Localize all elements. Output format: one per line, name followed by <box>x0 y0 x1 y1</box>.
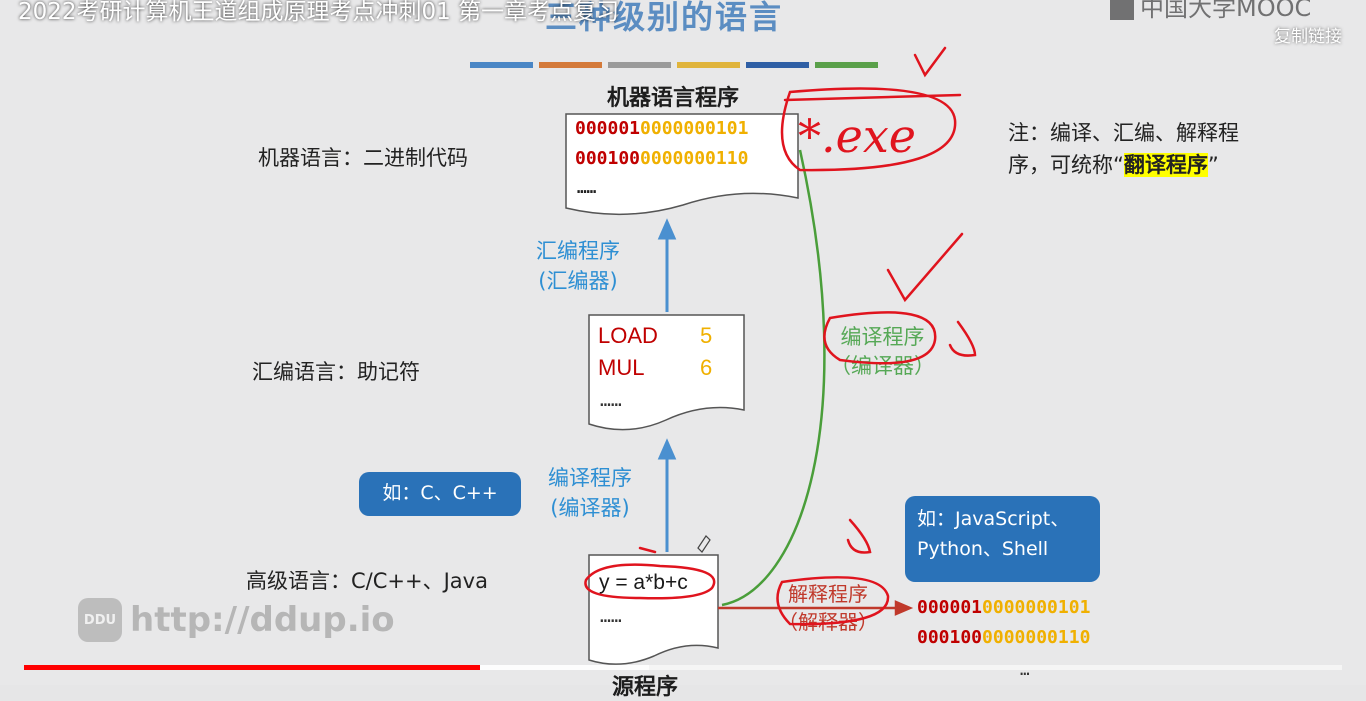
callout-compiled-examples: 如：C、C++ <box>359 472 521 516</box>
color-bar <box>815 62 878 68</box>
slide-title: 三种级别的语言 <box>545 0 784 36</box>
operand-bits: 0000000110 <box>640 148 749 169</box>
assembly-line-1: LOAD <box>598 323 658 349</box>
machine-code-ellipsis: …… <box>577 178 597 197</box>
compiler-label-alias: (编译器) <box>550 496 630 521</box>
callout-interpreted-examples: 如：JavaScript、 Python、Shell <box>905 496 1100 582</box>
high-level-language-label: 高级语言：C/C++、Java <box>246 569 488 593</box>
blue-arrow-assembly-to-machine <box>657 218 677 312</box>
mooc-logo-icon <box>1110 0 1134 20</box>
red-interpret-arrow <box>718 600 914 616</box>
color-bar <box>470 62 533 68</box>
note-prefix: 序，可统称“ <box>1008 152 1124 177</box>
interpreter-label: 解释程序 （解释器） <box>778 580 878 636</box>
opcode-bits: 000100 <box>575 148 641 169</box>
note-highlight: 翻译程序 <box>1123 152 1208 177</box>
color-bar <box>677 62 740 68</box>
compiler-label-name: 编译程序 <box>548 466 632 490</box>
machine-language-label: 机器语言：二进制代码 <box>258 146 468 170</box>
interpreter-alias: （解释器） <box>778 610 878 634</box>
compiler-label: 编译程序 (编译器) <box>548 463 632 524</box>
watermark-url: http://ddup.io <box>130 600 395 640</box>
callout-line: Python、Shell <box>917 538 1049 561</box>
operand-bits: 0000000101 <box>640 118 749 139</box>
callout-line: 如：JavaScript、 <box>917 508 1070 530</box>
opcode-bits: 000001 <box>917 597 983 618</box>
pencil-icon <box>697 535 711 553</box>
source-code-line: y = a*b+c <box>599 571 688 594</box>
assembler-label-alias: (汇编器) <box>538 269 618 294</box>
ddup-watermark: DDU http://ddup.io <box>78 598 395 642</box>
note-line-2: 序，可统称“翻译程序” <box>1008 150 1239 182</box>
color-bar <box>746 62 809 68</box>
translator-note: 注：编译、汇编、解释程 序，可统称“翻译程序” <box>1008 118 1239 181</box>
machine-box-title: 机器语言程序 <box>607 86 740 111</box>
ddu-badge: DDU <box>78 598 122 642</box>
machine-code-line-1: 0000010000000101 <box>575 118 748 139</box>
document-shapes <box>565 113 799 665</box>
opcode-bits: 000001 <box>575 118 641 139</box>
machine-code-line-2: 0001000000000110 <box>575 148 748 169</box>
interpreter-name: 解释程序 <box>788 582 868 606</box>
arrows-and-annotations: *.exe <box>584 46 977 626</box>
assembler-label: 汇编程序 (汇编器) <box>536 236 620 297</box>
compiler-green-name: 编译程序 <box>840 325 925 349</box>
assembly-operand: 6 <box>700 355 713 380</box>
operand-bits: 0000000101 <box>982 597 1091 618</box>
video-progress-bar[interactable] <box>24 665 1342 670</box>
green-compile-curve <box>721 149 826 607</box>
interpreter-output-line-1: 0000010000000101 <box>917 597 1090 618</box>
exe-annotation: *.exe <box>798 109 916 163</box>
assembly-ellipsis: …… <box>600 390 622 411</box>
operand-bits: 0000000110 <box>982 627 1091 648</box>
note-line-1: 注：编译、汇编、解释程 <box>1008 121 1239 145</box>
color-bar <box>608 62 671 68</box>
progress-played <box>24 665 481 670</box>
assembly-language-label: 汇编语言：助记符 <box>252 360 420 384</box>
assembler-label-name: 汇编程序 <box>536 239 620 263</box>
video-title[interactable]: 2022考研计算机王道组成原理考点冲刺01 第一章考点复习 <box>18 0 620 25</box>
slide-color-bars <box>470 62 878 68</box>
blue-arrow-source-to-assembly <box>657 438 677 552</box>
assembly-operand: 5 <box>700 323 713 348</box>
copy-link-button[interactable]: 复制链接 <box>1274 27 1342 47</box>
opcode-bits: 000100 <box>917 627 983 648</box>
assembly-mnemonic: LOAD <box>598 323 658 348</box>
note-suffix: ” <box>1207 152 1219 177</box>
assembly-line-2: MUL <box>598 355 644 381</box>
color-bar <box>539 62 602 68</box>
handwritten-annotations <box>584 46 977 626</box>
source-ellipsis: …… <box>600 606 622 627</box>
assembly-mnemonic: MUL <box>598 355 645 380</box>
interpreter-output-line-2: 0001000000000110 <box>917 627 1090 648</box>
mooc-logo-text: 中国大学MOOC <box>1140 0 1312 22</box>
mooc-logo: 中国大学MOOC <box>1110 0 1311 23</box>
